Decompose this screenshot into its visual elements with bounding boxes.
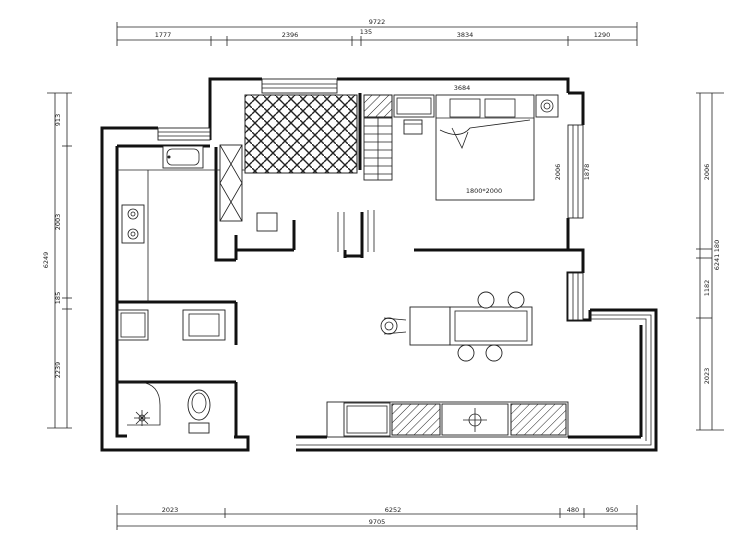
closet (363, 94, 393, 181)
bedroom-window (567, 124, 584, 219)
doorway-jambs (337, 210, 375, 252)
right-dimension-3: 1182 (703, 280, 711, 297)
bed: 1800*2000 (435, 94, 535, 201)
stool (256, 212, 278, 232)
top-dimension-4: 3834 (457, 31, 474, 39)
bottom-dimension-1: 2023 (162, 506, 179, 514)
stove (121, 204, 145, 244)
top-dimension-2: 2396 (282, 31, 299, 39)
dining-chairs (457, 291, 525, 362)
tall-cabinet (219, 144, 243, 222)
left-dimension-3: 185 (54, 292, 62, 304)
top-total-dimension: 9722 (369, 18, 386, 26)
top-dimensions: 9722 1777 2396 135 3834 1290 (116, 18, 638, 46)
top-dimension-3: 135 (360, 28, 372, 36)
herringbone-floor (244, 94, 358, 174)
shower (117, 381, 161, 426)
kitchen-counter (326, 401, 569, 438)
dining-table (409, 306, 533, 346)
bottom-dimension-4: 950 (606, 506, 618, 514)
left-dimension-4: 2239 (54, 362, 62, 379)
right-total-dimension: 6241 (713, 254, 721, 271)
living-window (567, 272, 584, 321)
right-dimension-4: 2023 (703, 368, 711, 385)
bottom-dimension-3: 480 (567, 506, 579, 514)
washing-machine (117, 309, 149, 341)
right-dimension-1: 2006 (703, 164, 711, 181)
exterior-walls (100, 77, 658, 452)
nightstand (535, 94, 559, 118)
left-dimension-2: 2003 (54, 214, 62, 231)
left-total-dimension: 6249 (42, 252, 50, 269)
toilet (187, 389, 211, 434)
bottom-dimension-2: 6252 (385, 506, 402, 514)
left-dimension-1: 913 (54, 114, 62, 126)
bottom-dimensions: 2023 6252 480 950 9705 (116, 505, 638, 530)
bed-size-label: 1800*2000 (466, 187, 502, 195)
right-dimensions: 2006 180 6241 1182 2023 (696, 92, 724, 431)
bed-length-label: 2006 (554, 164, 562, 181)
washbasin (182, 309, 226, 341)
left-dimensions: 6249 913 2003 185 2239 (42, 92, 72, 429)
windows (157, 78, 652, 446)
top-dimension-5: 1290 (594, 31, 611, 39)
person-figure (380, 317, 407, 335)
top-window (261, 78, 338, 94)
top-dimension-1: 1777 (155, 31, 172, 39)
right-dimension-2: 180 (713, 240, 721, 252)
desk (393, 94, 435, 135)
bottom-total-dimension: 9705 (369, 518, 386, 526)
bath-window (157, 127, 211, 141)
bathtub (162, 145, 204, 169)
interior-walls (117, 93, 568, 437)
window-width-label: 1878 (583, 164, 591, 181)
bedroom-width-label: 3684 (454, 84, 471, 92)
